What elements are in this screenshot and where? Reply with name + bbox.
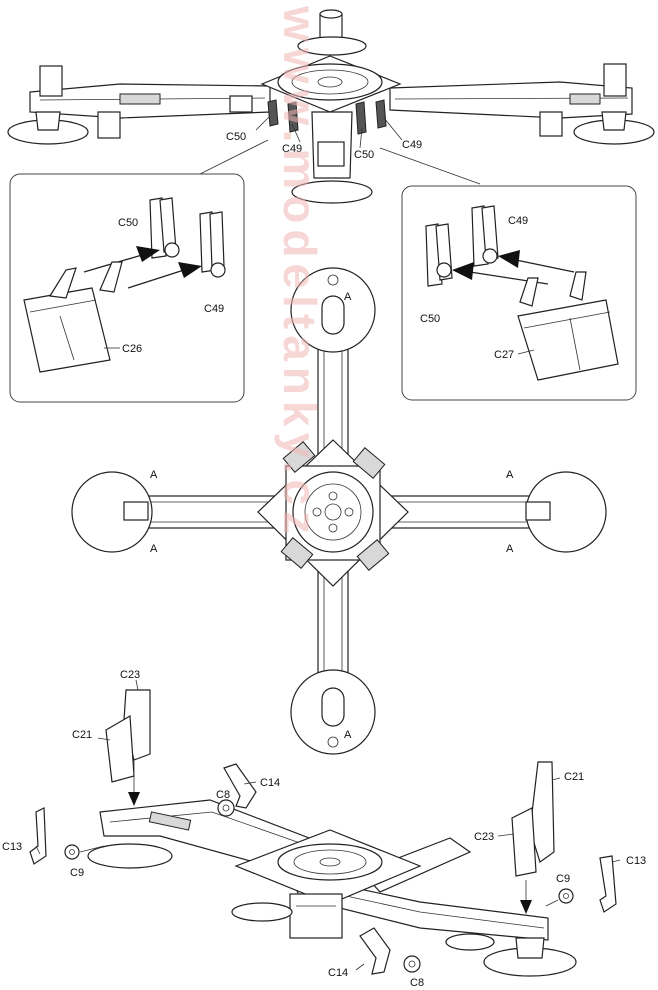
marker-a-top: A — [344, 291, 352, 303]
watermark-text: www.modeltanky.cz — [274, 5, 326, 540]
label-c14-top: C14 — [260, 777, 280, 789]
marker-a-left-bottom: A — [150, 543, 158, 555]
label-c9-left: C9 — [70, 867, 84, 879]
top-outrigger-assembly: C50 C49 C50 C49 — [7, 9, 655, 204]
label-c50-detail-left: C50 — [118, 217, 138, 229]
label-c49-detail-left: C49 — [204, 303, 224, 315]
label-c14-bottom: C14 — [328, 967, 348, 979]
label-c23-left: C23 — [120, 669, 140, 681]
label-c49-detail-right: C49 — [508, 215, 528, 227]
marker-a-bottom: A — [344, 729, 352, 741]
label-c49-top-right: C49 — [402, 139, 422, 151]
label-c8-bottom: C8 — [410, 977, 424, 989]
label-c21-right: C21 — [564, 771, 584, 783]
label-c27: C27 — [494, 349, 514, 361]
marker-a-left-top: A — [150, 469, 158, 481]
label-c50-detail-right: C50 — [420, 313, 440, 325]
label-c21-left: C21 — [72, 729, 92, 741]
label-c8-top: C8 — [216, 789, 230, 801]
detail-panel-left: C50 C49 C26 — [9, 173, 245, 403]
label-c50-top-right: C50 — [354, 149, 374, 161]
bottom-outrigger-assembly: C23 C21 C14 C8 C13 C9 C21 C23 C9 C13 C14… — [2, 669, 646, 989]
label-c13-left: C13 — [2, 841, 22, 853]
plan-view-cross: A A A A A A — [71, 267, 607, 755]
label-c13-right: C13 — [626, 855, 646, 867]
label-c23-right: C23 — [474, 831, 494, 843]
label-c26: C26 — [122, 343, 142, 355]
label-c9-right: C9 — [556, 873, 570, 885]
marker-a-right-bottom: A — [506, 543, 514, 555]
detail-panel-right: C49 C50 C27 — [401, 185, 637, 401]
label-c50-top-left: C50 — [226, 131, 246, 143]
marker-a-right-top: A — [506, 469, 514, 481]
label-c49-top-left: C49 — [282, 143, 302, 155]
